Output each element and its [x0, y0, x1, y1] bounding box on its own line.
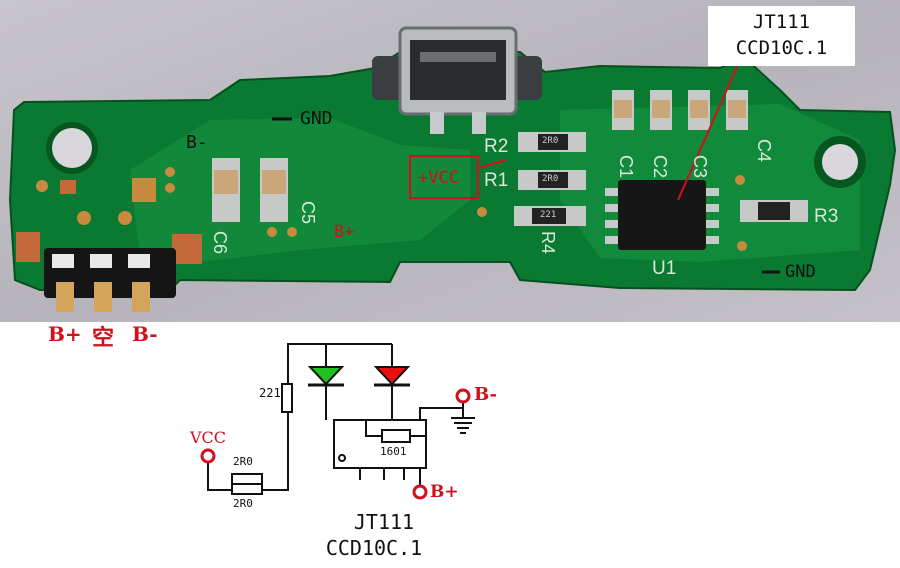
terminal-b-plus — [412, 484, 428, 500]
resistor-parts — [514, 132, 808, 226]
label-b-minus: B- — [474, 384, 498, 405]
silk-c1: C1 — [616, 154, 637, 179]
schematic-title-line1: JT111 — [353, 510, 415, 534]
led-green — [307, 366, 345, 386]
pad-bottom-right-corner — [172, 234, 202, 264]
label-vcc: VCC — [190, 428, 227, 447]
schematic: 221 VCC 2R0 2R0 1601 B- B+ JT111 CCD10C.… — [0, 322, 900, 568]
resistor-2r0-b — [231, 483, 263, 495]
label-b-plus: B+ — [430, 482, 459, 502]
pin-label-empty: 空 — [92, 326, 115, 351]
silk-r2: R2 — [484, 136, 509, 157]
silk-r1: R1 — [484, 170, 509, 191]
chip-title-box: JT111 CCD10C.1 — [708, 6, 855, 66]
capacitor-c5-c6 — [212, 158, 288, 222]
pad-square-left — [132, 178, 156, 202]
gnd-top-label: GND — [300, 108, 333, 129]
silk-r4: R4 — [538, 230, 559, 255]
wire-top-rail — [287, 343, 392, 410]
silk-u1: U1 — [652, 258, 677, 279]
vias — [36, 167, 747, 251]
silk-c4: C4 — [754, 138, 775, 163]
pad-bottom-left-corner — [16, 232, 40, 262]
wire-ic-internal — [365, 420, 382, 437]
label-1601: 1601 — [380, 445, 407, 458]
chip-label-line2: CCD10C.1 — [735, 37, 828, 59]
vcc-pointer — [477, 159, 507, 169]
silk-c2: C2 — [650, 154, 671, 179]
resistor-code-r2: 2R0 — [542, 136, 559, 146]
resistor-221 — [281, 383, 293, 413]
usb-connector — [372, 26, 542, 134]
capacitor-row — [612, 90, 748, 130]
silk-c6: C6 — [210, 230, 231, 255]
resistor-2r0-a — [231, 473, 263, 485]
silk-c3: C3 — [690, 154, 711, 179]
resistor-1601 — [381, 429, 411, 443]
chip-label-line1: JT111 — [752, 11, 811, 33]
wire-b-minus — [392, 407, 464, 421]
pcb-photo: JT111 CCD10C.1 GND GND B- B+ +VCC R2 R1 … — [0, 0, 900, 322]
wire-vcc — [207, 462, 232, 491]
pin-label-b-plus: B+ — [48, 322, 82, 346]
label-resistor-221: 221 — [259, 386, 281, 400]
terminal-vcc — [200, 448, 216, 464]
gnd-right-label: GND — [785, 262, 816, 282]
resistor-code-r4: 221 — [540, 210, 557, 220]
resistor-code-r1: 2R0 — [542, 174, 559, 184]
schematic-title-line2: CCD10C.1 — [325, 536, 423, 560]
vcc-box-label: +VCC — [418, 168, 459, 188]
b-minus-board-label: B- — [186, 132, 208, 153]
chip-pointer-line — [677, 59, 741, 201]
wire-221-down — [262, 412, 289, 491]
silk-c5: C5 — [298, 200, 319, 225]
pad-small-left — [60, 180, 76, 194]
terminal-b-minus — [455, 388, 471, 404]
label-2r0-b: 2R0 — [233, 497, 253, 510]
pin-label-b-minus: B- — [132, 322, 158, 346]
pin-header — [44, 248, 176, 312]
label-2r0-a: 2R0 — [233, 455, 253, 468]
led-red — [373, 366, 411, 386]
copper-pour-left — [130, 118, 470, 262]
b-plus-board-label: B+ — [334, 222, 355, 242]
silk-r3: R3 — [814, 206, 839, 227]
schematic-drawing — [200, 343, 475, 500]
ground-icon — [451, 417, 475, 434]
ic-body — [333, 419, 427, 469]
u1-chip — [605, 180, 719, 250]
ic-pin1-dot — [338, 454, 346, 462]
vcc-box-frame — [409, 155, 479, 199]
